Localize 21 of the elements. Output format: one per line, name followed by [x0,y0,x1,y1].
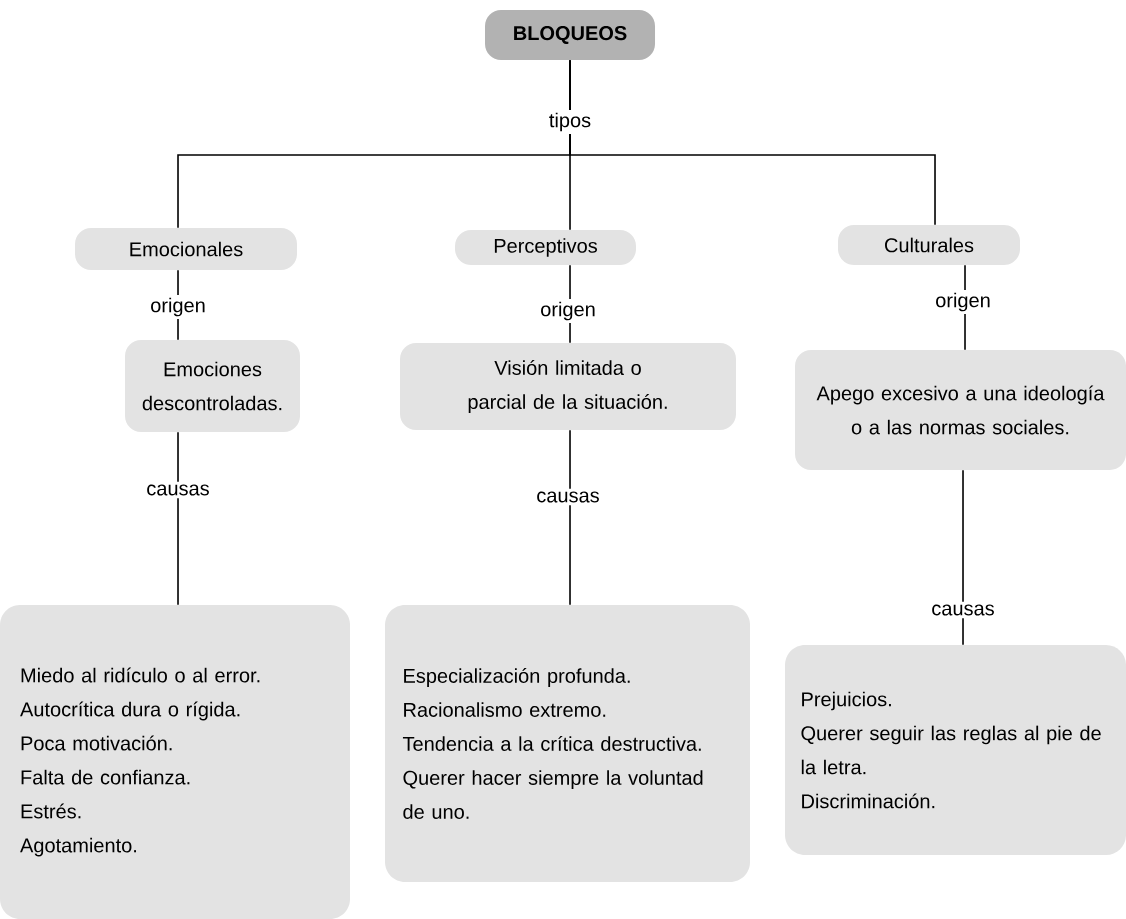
list-box: Especialización profunda. Racionalismo extremo. Tendencia a la crítica destructiva. Querer hacer siempre la voluntad de uno. [385,605,750,882]
edge-label: origen [147,295,209,319]
concept-box: Emociones descontroladas. [125,340,300,432]
list-box: Prejuicios. Querer seguir las reglas al pie de la letra. Discriminación. [785,645,1126,855]
edge-label: causas [143,481,213,499]
concept-box: Visión limitada o parcial de la situación. [400,343,736,430]
title-box: BLOQUEOS [485,10,655,60]
edge-label: tipos [546,110,594,134]
connector-line [569,59,936,226]
concept-box: Apego excesivo a una ideología o a las normas sociales. [795,350,1126,470]
concept-box: Culturales [838,225,1020,265]
edge-label: origen [932,290,994,314]
edge-label: causas [533,488,603,506]
connector-line [569,429,571,606]
connector-line [177,431,179,606]
edge-label: origen [537,299,599,323]
concept-box: Emocionales [75,228,297,270]
connector-line [962,469,964,646]
concept-box: Perceptivos [455,230,636,265]
list-box: Miedo al ridículo o al error. Autocrítica dura o rígida. Poca motivación. Falta de confianza. Estrés. Agotamiento. [0,605,350,919]
edge-label: causas [928,601,998,619]
